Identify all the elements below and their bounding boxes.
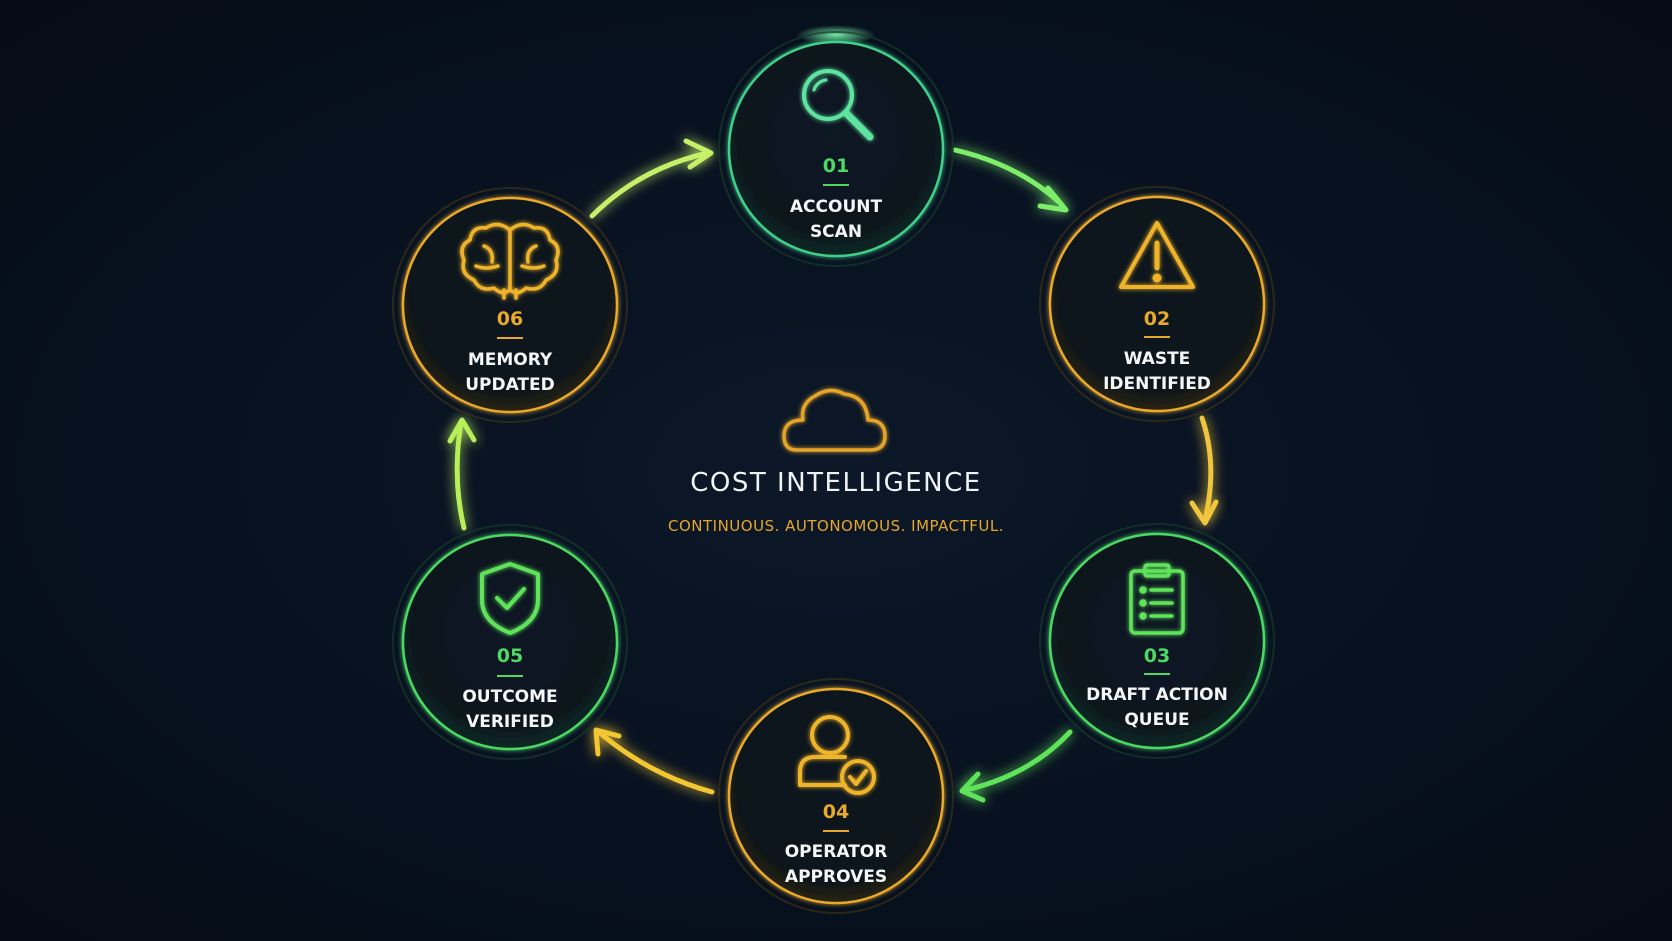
clipboard-icon — [1129, 563, 1185, 635]
step-06-node — [392, 187, 628, 423]
step-03-number: 03 — [1143, 645, 1171, 667]
cloud-icon — [782, 388, 887, 452]
step-03-label: DRAFT ACTION QUEUE — [1057, 683, 1257, 733]
step-01-label: ACCOUNT SCAN — [736, 195, 936, 245]
step-04-label-line1: OPERATOR — [784, 842, 888, 862]
step-02-node — [1039, 186, 1275, 422]
center-subtitle: CONTINUOUS. AUTONOMOUS. IMPACTFUL. — [668, 517, 1004, 535]
user-check-icon — [798, 715, 876, 795]
step-03-node — [1039, 523, 1275, 759]
brain-icon — [460, 222, 560, 300]
step-03-label-line2: QUEUE — [1124, 710, 1190, 730]
step-02-label: WASTE IDENTIFIED — [1057, 347, 1257, 397]
arrow-06-to-01 — [589, 138, 714, 219]
step-06-number: 06 — [496, 308, 524, 330]
step-01-label-line1: ACCOUNT — [789, 197, 883, 217]
step-02-label-line1: WASTE — [1123, 349, 1191, 369]
step-05-label: OUTCOME VERIFIED — [410, 685, 610, 735]
step-06-label: MEMORY UPDATED — [410, 348, 610, 398]
arrow-04-to-05 — [593, 727, 715, 795]
warning-icon — [1119, 221, 1195, 289]
step-02-number: 02 — [1143, 308, 1171, 330]
arrow-03-to-04 — [959, 729, 1073, 803]
step-05-number: 05 — [496, 645, 524, 667]
step-04-number: 04 — [822, 801, 850, 823]
step-04-label: OPERATOR APPROVES — [736, 840, 936, 890]
arrow-01-to-02 — [952, 147, 1069, 213]
arrow-02-to-03 — [1189, 415, 1219, 526]
step-01-node — [718, 25, 954, 267]
shield-check-icon — [480, 562, 540, 635]
step-06-label-line1: MEMORY — [467, 350, 553, 370]
center-title: COST INTELLIGENCE — [690, 468, 982, 498]
arrow-05-to-06 — [447, 417, 477, 531]
step-06-label-line2: UPDATED — [465, 375, 555, 395]
magnifier-icon — [802, 69, 874, 141]
step-03-label-line1: DRAFT ACTION — [1086, 685, 1228, 705]
step-04-label-line2: APPROVES — [784, 867, 888, 887]
step-05-label-line2: VERIFIED — [466, 712, 554, 732]
step-04-node — [718, 678, 954, 914]
step-02-label-line2: IDENTIFIED — [1103, 374, 1211, 394]
step-05-label-line1: OUTCOME — [462, 687, 558, 707]
step-01-label-line2: SCAN — [809, 222, 863, 242]
step-01-number: 01 — [822, 155, 850, 177]
step-05-node — [392, 524, 628, 760]
